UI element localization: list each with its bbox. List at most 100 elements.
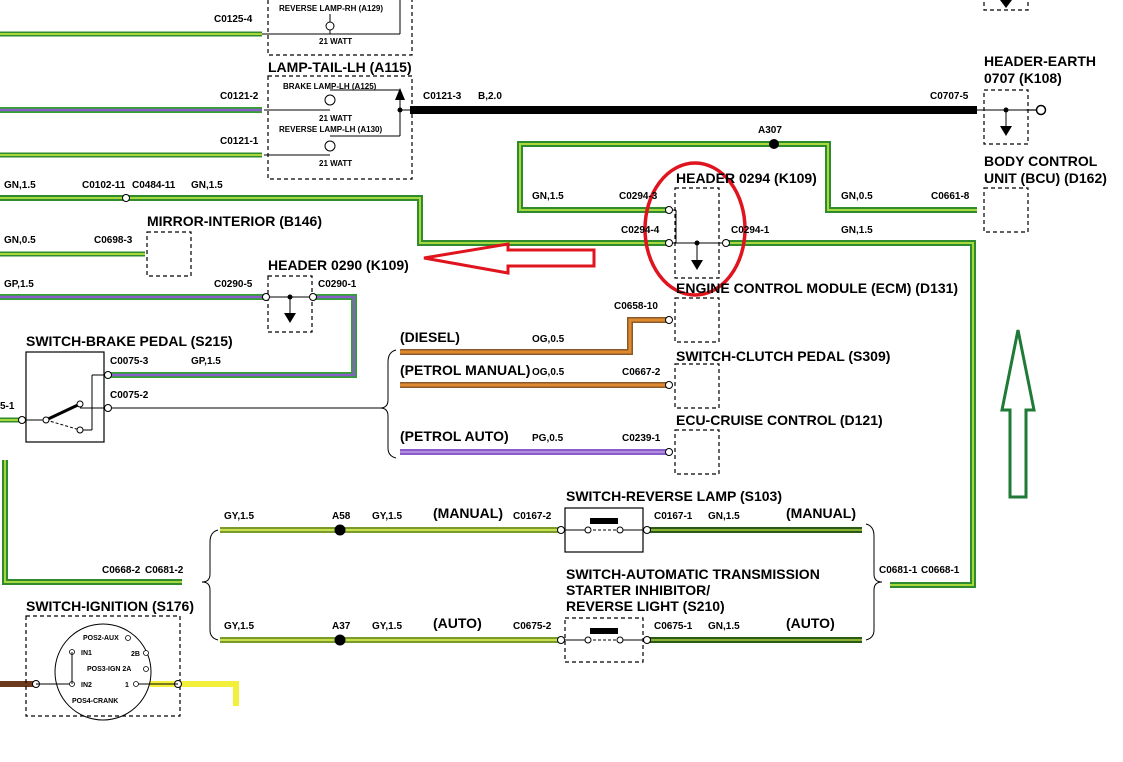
connector-c0698-3: C0698-3 [94, 235, 133, 246]
wire-label-og-0-5-b: OG,0.5 [532, 367, 565, 378]
wire-label-gn-1-5-c: GN,1.5 [532, 191, 564, 202]
connector-c0668-2: C0668-2 [102, 565, 141, 576]
variant-auto-left: (AUTO) [433, 615, 482, 631]
wire-label-gn-0-5-b: GN,0.5 [4, 235, 36, 246]
connector-c0294-1: C0294-1 [731, 225, 770, 236]
connector-c0707-5: C0707-5 [930, 91, 969, 102]
switch-brake-box [25, 351, 105, 443]
wire-label-gn-1-5-a: GN,1.5 [4, 180, 36, 191]
variant-auto-right: (AUTO) [786, 615, 835, 631]
wire-label-gy-1-5-d: GY,1.5 [372, 621, 402, 632]
label-21-watt-c: 21 WATT [319, 159, 352, 168]
connector-c0102-11: C0102-11 [82, 180, 126, 191]
splice-a37 [334, 634, 346, 646]
label-ecm: ENGINE CONTROL MODULE (ECM) (D131) [676, 280, 958, 296]
connector-c0075-3: C0075-3 [110, 356, 149, 367]
variant-diesel: (DIESEL) [400, 329, 460, 345]
connector-c0675-2: C0675-2 [513, 621, 552, 632]
label-bcu-1: BODY CONTROL [984, 153, 1098, 169]
ignition-pos3: POS3-IGN 2A [87, 666, 131, 673]
connector-c0667-2: C0667-2 [622, 367, 661, 378]
label-switch-auto-2: STARTER INHIBITOR/ [566, 582, 710, 598]
connector-c0125-4: C0125-4 [214, 14, 253, 25]
connector-c0167-1: C0167-1 [654, 511, 693, 522]
earth-terminal [1035, 104, 1047, 116]
connector-c0484-11: C0484-11 [132, 180, 176, 191]
ecm-box [674, 297, 720, 343]
wire-ignition-yellow [150, 681, 239, 706]
connector-c0121-2: C0121-2 [220, 91, 259, 102]
cruise-box [674, 429, 720, 475]
highlight-ellipse [643, 161, 747, 297]
wire-label-gn-1-5-e: GN,1.5 [708, 511, 740, 522]
wire-label-gy-1-5-b: GY,1.5 [372, 511, 402, 522]
label-bcu-2: UNIT (BCU) (D162) [984, 170, 1107, 186]
wire-label-gn-1-5-b: GN,1.5 [191, 180, 223, 191]
label-21-watt-a: 21 WATT [319, 37, 352, 46]
connector-c0290-5: C0290-5 [214, 279, 253, 290]
connector-c0658-10: C0658-10 [614, 301, 658, 312]
wire-label-b-2-0: B,2.0 [478, 91, 502, 102]
connector-c0681-1: C0681-1 [879, 565, 918, 576]
label-switch-clutch: SWITCH-CLUTCH PEDAL (S309) [676, 348, 890, 364]
manual-auto-bracket-left [201, 529, 219, 641]
label-header-earth-2: 0707 (K108) [984, 70, 1062, 86]
variant-bracket [379, 349, 397, 459]
label-switch-auto-3: REVERSE LIGHT (S210) [566, 598, 725, 614]
label-reverse-lamp-rh: REVERSE LAMP-RH (A129) [279, 4, 383, 13]
splice-label-a37: A37 [332, 621, 351, 632]
clutch-box [674, 363, 720, 409]
label-21-watt-b: 21 WATT [319, 114, 352, 123]
label-switch-brake: SWITCH-BRAKE PEDAL (S215) [26, 333, 233, 349]
label-switch-reverse: SWITCH-REVERSE LAMP (S103) [566, 488, 782, 504]
connector-c0675-1: C0675-1 [654, 621, 693, 632]
variant-manual-left: (MANUAL) [433, 505, 503, 521]
connector-c0075-left: 5-1 [0, 401, 15, 412]
ignition-dial [54, 623, 152, 721]
wire-label-pg-0-5: PG,0.5 [532, 433, 564, 444]
label-ecu-cruise: ECU-CRUISE CONTROL (D121) [676, 412, 883, 428]
connector-c0681-2: C0681-2 [145, 565, 184, 576]
green-arrow [1000, 329, 1036, 499]
label-switch-auto-1: SWITCH-AUTOMATIC TRANSMISSION [566, 566, 820, 582]
connector-c0167-2: C0167-2 [513, 511, 552, 522]
connector-c0661-8: C0661-8 [931, 191, 970, 202]
wire-c0668-2 [2, 460, 182, 585]
wire-label-gp-1-5-b: GP,1.5 [191, 356, 221, 367]
connector-c0239-1: C0239-1 [622, 433, 661, 444]
connector-c0294-3: C0294-3 [619, 191, 658, 202]
wire-label-gn-1-5-d: GN,1.5 [841, 225, 873, 236]
label-header-earth-1: HEADER-EARTH [984, 53, 1096, 69]
label-header-0294: HEADER 0294 (K109) [676, 170, 817, 186]
ignition-in2: IN2 [81, 682, 92, 689]
connector-c0294-4: C0294-4 [621, 225, 660, 236]
label-mirror-interior: MIRROR-INTERIOR (B146) [147, 213, 322, 229]
bcu-box [983, 187, 1029, 233]
ignition-pos4-crank: POS4-CRANK [72, 698, 118, 705]
connector-c0290-1: C0290-1 [318, 279, 357, 290]
connector-c0121-3: C0121-3 [423, 91, 462, 102]
header-0290-box [267, 275, 313, 333]
ignition-1: 1 [125, 682, 129, 689]
splice-label-a307: A307 [758, 125, 782, 136]
label-header-0290: HEADER 0290 (K109) [268, 257, 409, 273]
top-earth-box [983, 0, 1029, 11]
ignition-2b: 2B [131, 651, 140, 658]
ignition-pos2-aux: POS2-AUX [83, 635, 119, 642]
splice-a307 [769, 139, 779, 149]
splice-a58 [334, 524, 346, 536]
splice-label-a58: A58 [332, 511, 351, 522]
wire-label-gy-1-5-a: GY,1.5 [224, 511, 254, 522]
label-brake-lamp-lh: BRAKE LAMP-LH (A125) [283, 82, 377, 91]
mirror-box [146, 231, 192, 277]
switch-ignition-box [25, 615, 181, 717]
variant-petrol-auto: (PETROL AUTO) [400, 428, 509, 444]
connector-c0075-2: C0075-2 [110, 390, 149, 401]
manual-auto-bracket-right [865, 523, 883, 641]
ignition-in1: IN1 [81, 650, 92, 657]
variant-manual-right: (MANUAL) [786, 505, 856, 521]
wire-label-og-0-5-a: OG,0.5 [532, 334, 565, 345]
variant-petrol-manual: (PETROL MANUAL) [400, 362, 530, 378]
red-arrow [423, 242, 596, 275]
